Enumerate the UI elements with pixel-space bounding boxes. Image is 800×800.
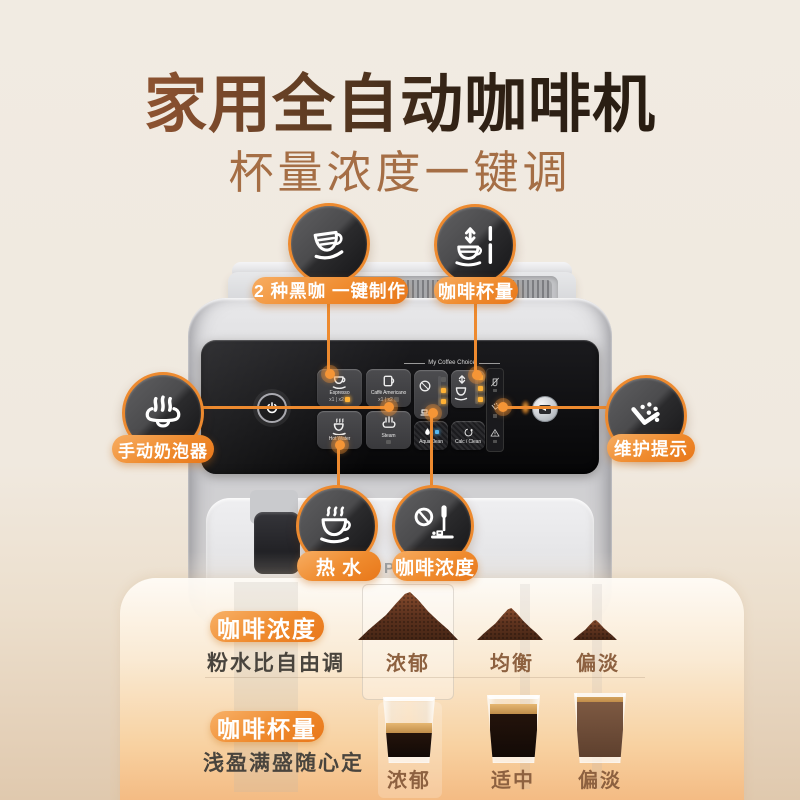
steam-icon: [381, 416, 396, 428]
callout-pill-cup-volume: 咖啡杯量: [434, 277, 518, 304]
strength-caption: 粉水比自由调: [207, 652, 345, 675]
strength-badge: 咖啡浓度: [210, 611, 324, 642]
americano-shot-indicator: x1 | x2: [378, 397, 399, 403]
steam-button: Steam: [366, 411, 411, 449]
callout-circle-cup-volume: [434, 204, 516, 286]
strength-level-label: 浓郁: [386, 653, 430, 675]
connector-dot: [428, 408, 438, 418]
hot-cup-icon: [320, 506, 351, 544]
coffee-cup-strong: [383, 697, 435, 763]
volume-level-label: 浓郁: [387, 770, 431, 792]
coffee-spout: [254, 512, 300, 574]
volume-slider: [475, 374, 478, 404]
connector-line: [501, 406, 611, 409]
callout-pill-black-coffee: 2 种黑咖 一键制作: [252, 277, 408, 304]
connector-dot: [325, 369, 335, 379]
coffee-cup-light: [574, 693, 626, 763]
my-coffee-choice-label: My Coffee Choice: [404, 359, 501, 367]
americano-mug-icon: [383, 375, 395, 386]
connector-line: [430, 412, 433, 490]
connector-line: [474, 298, 477, 376]
volume-level-label: 适中: [491, 770, 535, 792]
callout-circle-black-coffee: [288, 203, 370, 285]
callout-pill-hot-water: 热 水: [297, 551, 381, 581]
americano-button: Caffè Americano x1 | x2: [366, 369, 411, 407]
cup-updown-icon: [455, 226, 493, 267]
espresso-button: Espresso x1 | x2: [317, 369, 362, 407]
steam-indicator: [386, 439, 391, 445]
bean-icon: [419, 380, 431, 392]
connector-dot: [472, 370, 482, 380]
volume-badge: 咖啡杯量: [210, 711, 324, 742]
milk-frother-icon: [145, 395, 181, 428]
machine-edge-hint: [592, 584, 602, 789]
water-drop-icon: [424, 427, 430, 435]
connector-line: [327, 300, 330, 374]
bean-lever-icon: [414, 505, 454, 539]
strength-level-label: 均衡: [490, 653, 534, 675]
strength-slider: [438, 376, 441, 406]
descale-dots-icon: [631, 402, 660, 425]
callout-pill-strength: 咖啡浓度: [392, 551, 478, 581]
coffee-cup-medium: [487, 695, 540, 763]
espresso-cup-icon: [332, 375, 346, 389]
calc-clean-button: Calc / Clean: [451, 421, 485, 450]
connector-line: [202, 406, 390, 409]
page-subtitle: 杯量浓度一键调: [228, 147, 572, 198]
water-empty-alert: [490, 377, 500, 393]
connector-line: [337, 444, 340, 490]
espresso-shot-indicator: x1 | x2: [329, 397, 350, 403]
clean-cycle-icon: [464, 428, 473, 436]
callout-pill-milk-frother: 手动奶泡器: [112, 435, 214, 463]
connector-dot: [335, 440, 345, 450]
cup-updown-mini-icon: [454, 375, 468, 401]
warning-alert: [490, 428, 500, 444]
aquaclean-indicator: [434, 429, 440, 435]
strength-level-label: 偏淡: [576, 653, 620, 675]
espresso-cup-icon: [313, 230, 344, 260]
hot-water-cup-icon: [332, 418, 346, 435]
connector-dot: [498, 402, 508, 412]
section-divider: [205, 677, 645, 678]
connector-dot: [384, 402, 394, 412]
volume-caption: 浅盈满盛随心定: [203, 752, 364, 775]
page-title: 家用全自动咖啡机: [0, 54, 800, 145]
callout-pill-maintenance: 维护提示: [607, 434, 695, 462]
brew-release-button: [532, 396, 558, 422]
volume-level-label: 偏淡: [578, 770, 622, 792]
machine-edge-hint: [520, 584, 530, 789]
